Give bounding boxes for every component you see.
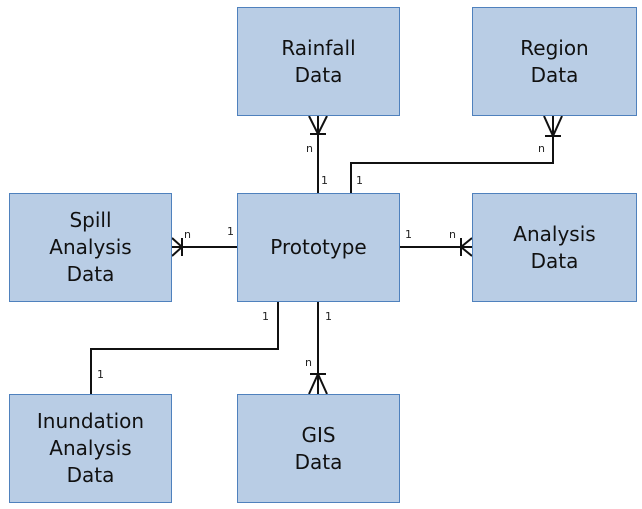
entity-label-line: Inundation bbox=[36, 409, 145, 433]
entity-analysis-data[interactable]: Analysis Data bbox=[472, 193, 637, 302]
card-region-many: n bbox=[538, 142, 545, 155]
card-gis-one: 1 bbox=[325, 310, 332, 323]
entity-label-line: Spill bbox=[69, 208, 112, 232]
entity-label-line: Analysis bbox=[49, 235, 132, 259]
entity-label-line: Prototype bbox=[270, 235, 367, 259]
entity-label-line: Data bbox=[66, 262, 115, 286]
card-analysis-one: 1 bbox=[405, 228, 412, 241]
card-spill-one: 1 bbox=[227, 225, 234, 238]
entity-rainfall-data[interactable]: Rainfall Data bbox=[237, 7, 400, 116]
card-gis-many: n bbox=[305, 356, 312, 369]
card-inundation-end: 1 bbox=[97, 368, 104, 381]
entity-label-line: Data bbox=[530, 248, 579, 273]
entity-gis-data[interactable]: GIS Data bbox=[237, 394, 400, 503]
entity-label-line: Analysis bbox=[513, 221, 596, 246]
connector-region bbox=[350, 116, 554, 193]
entity-label-line: Region bbox=[520, 35, 589, 60]
card-rainfall-one: 1 bbox=[321, 174, 328, 187]
entity-label-line: Data bbox=[294, 449, 343, 474]
crowfoot-gis-fork bbox=[308, 371, 328, 395]
entity-region-data[interactable]: Region Data bbox=[472, 7, 637, 116]
entity-label-line: GIS bbox=[301, 422, 336, 447]
card-rainfall-many: n bbox=[306, 142, 313, 155]
entity-prototype[interactable]: Prototype bbox=[237, 193, 400, 302]
card-region-one: 1 bbox=[356, 174, 363, 187]
connector-inundation bbox=[90, 302, 279, 394]
card-spill-many: n bbox=[184, 228, 191, 241]
crowfoot-region-fork bbox=[543, 115, 563, 139]
entity-label-line: Rainfall bbox=[281, 35, 356, 60]
crowfoot-rainfall-fork bbox=[308, 115, 328, 137]
entity-label-line: Analysis bbox=[49, 436, 132, 460]
entity-label-line: Data bbox=[66, 463, 115, 487]
card-inundation-one: 1 bbox=[262, 310, 269, 323]
entity-inundation-analysis-data[interactable]: Inundation Analysis Data bbox=[9, 394, 172, 503]
entity-label-line: Data bbox=[530, 62, 579, 87]
entity-spill-analysis-data[interactable]: Spill Analysis Data bbox=[9, 193, 172, 302]
crowfoot-spill-fork bbox=[171, 237, 184, 257]
crowfoot-analysis-fork bbox=[459, 237, 473, 257]
card-analysis-many: n bbox=[449, 228, 456, 241]
entity-label-line: Data bbox=[294, 62, 343, 87]
